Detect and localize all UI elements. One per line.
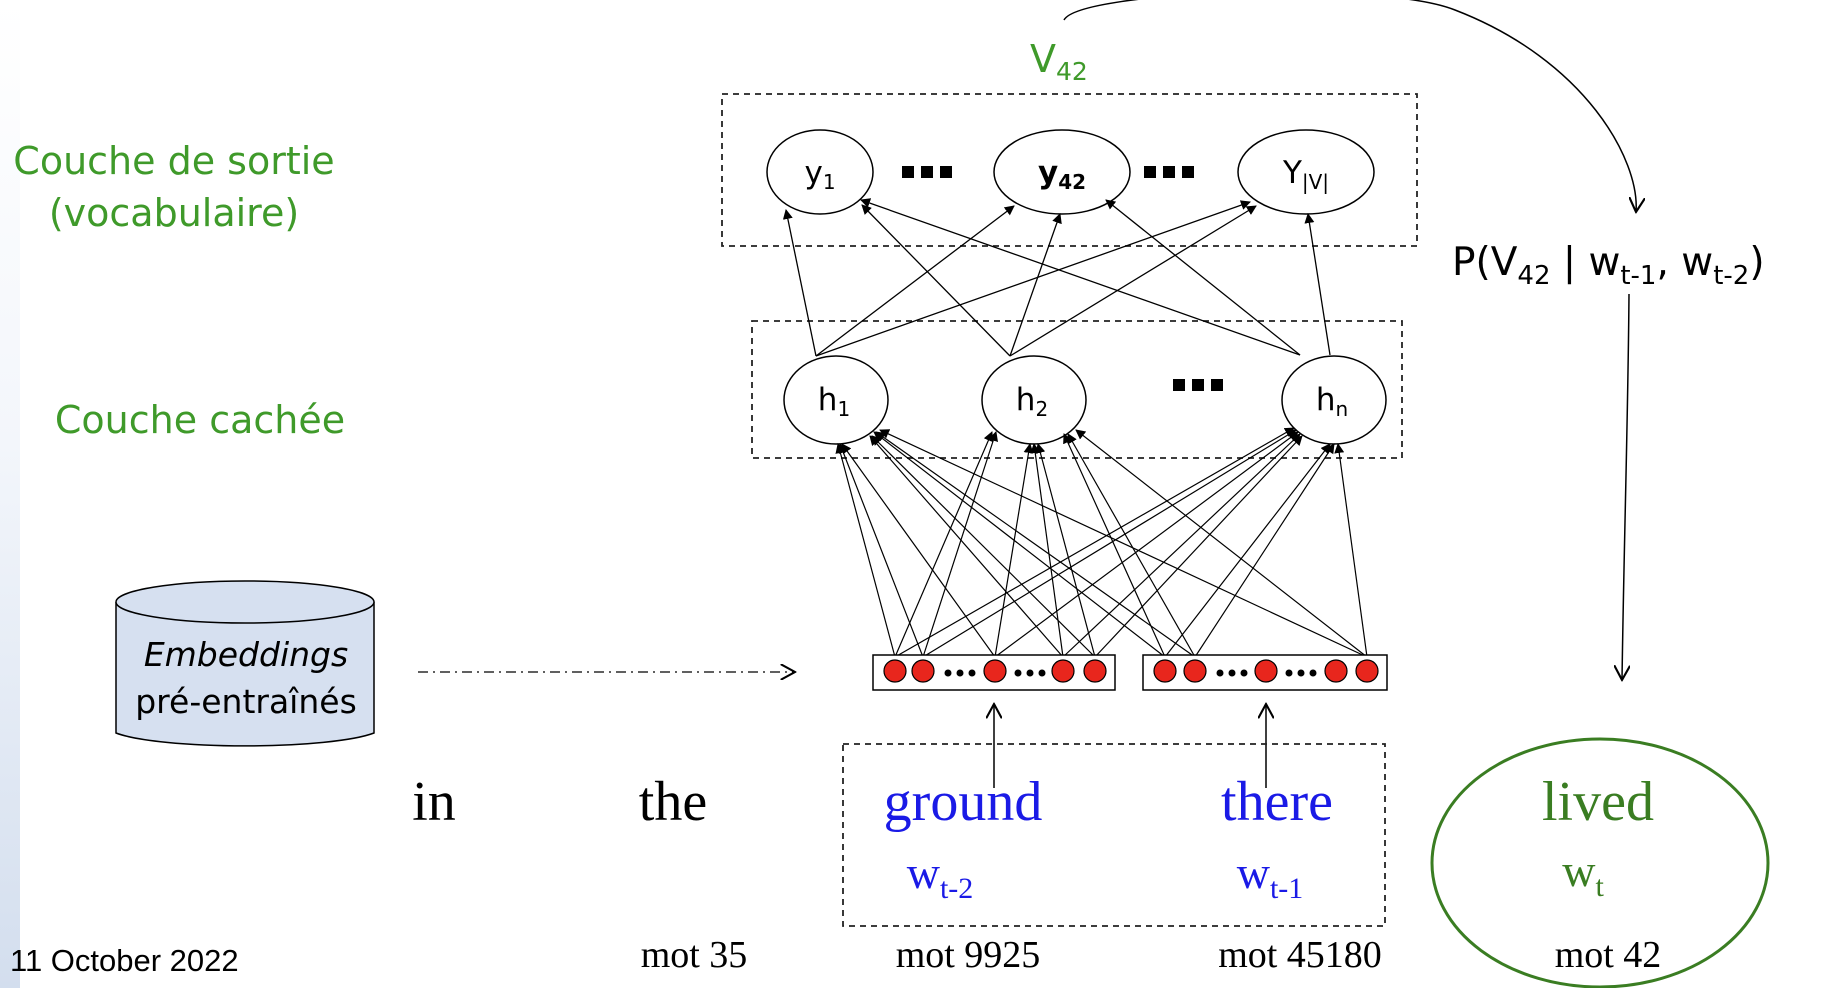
output-node-yv: Y|V| [1237, 129, 1375, 215]
word-id-9925: mot 9925 [896, 934, 1041, 976]
hidden-ellipsis [1173, 379, 1223, 391]
target-word-circle [1430, 737, 1770, 988]
word-id-42: mot 42 [1555, 934, 1662, 976]
word-in: in [412, 771, 456, 833]
word-there: there [1221, 771, 1333, 833]
svg-text:h1: h1 [818, 382, 850, 421]
probability-expression: P(V42 | wt-1, wt-2) [1452, 240, 1765, 291]
svg-text:hn: hn [1316, 382, 1348, 421]
input-to-hidden-connections [835, 427, 1368, 658]
context-window-box [842, 743, 1386, 927]
hidden-node-hn: hn [1281, 355, 1387, 445]
output-node-y1: y1 [766, 129, 874, 215]
output-layer-label: Couche de sortie [13, 139, 334, 183]
curved-arrow [1063, 0, 1636, 212]
embedding-vector-wt1 [1142, 654, 1388, 691]
hidden-layer-box [751, 320, 1403, 459]
word-id-35: mot 35 [641, 934, 748, 976]
var-wt1: wt-1 [1237, 847, 1304, 905]
hidden-layer-label: Couche cachée [55, 398, 345, 442]
output-node-y42: y42 [993, 129, 1131, 215]
embeddings-label: Embeddings [144, 635, 348, 674]
svg-text:Y|V|: Y|V| [1282, 155, 1329, 194]
prob-down-arrow [1622, 293, 1629, 680]
output-ellipsis-2 [1144, 166, 1194, 178]
svg-text:h2: h2 [1016, 382, 1048, 421]
footer-date: 11 October 2022 [10, 943, 239, 978]
word-lived: lived [1542, 771, 1654, 833]
hidden-node-h2: h2 [981, 355, 1087, 445]
svg-text:y42: y42 [1038, 155, 1086, 194]
svg-text:y1: y1 [804, 155, 835, 194]
word-ground: ground [884, 771, 1043, 833]
word-the: the [639, 771, 707, 833]
v42-label: V42 [1030, 37, 1088, 86]
output-ellipsis-1 [902, 166, 952, 178]
var-wt: wt [1562, 845, 1604, 903]
embedding-vector-wt2 [872, 654, 1116, 691]
hidden-to-output-connections [782, 198, 1331, 357]
var-wt2: wt-2 [907, 847, 974, 905]
embeddings-database-icon: Embeddings pré-entraînés [115, 580, 375, 747]
output-layer-sublabel: (vocabulaire) [49, 191, 299, 235]
embeddings-sublabel: pré-entraînés [135, 682, 357, 721]
output-layer-box [721, 93, 1418, 247]
hidden-node-h1: h1 [783, 355, 889, 445]
slide-side-gradient [0, 0, 20, 988]
word-id-45180: mot 45180 [1218, 934, 1382, 976]
